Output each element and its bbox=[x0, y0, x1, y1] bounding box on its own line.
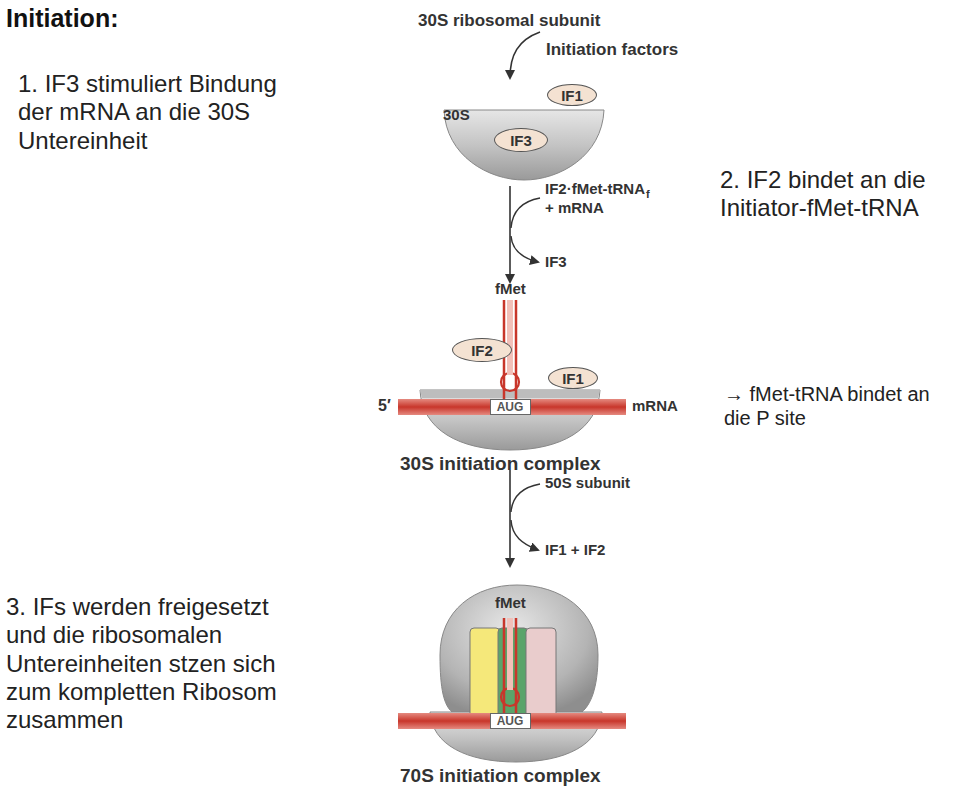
node-text: IF2 bbox=[471, 342, 493, 359]
figure-label: 50S subunit bbox=[545, 474, 630, 492]
figure-label: 5′ bbox=[378, 397, 391, 416]
figure-label: f bbox=[646, 188, 650, 201]
a-site bbox=[526, 628, 556, 723]
trna-core bbox=[507, 300, 513, 375]
mrna-strand bbox=[398, 713, 626, 729]
figure-label: fMet bbox=[495, 280, 526, 298]
node-text: IF1 bbox=[562, 370, 584, 387]
figure-label: 70S initiation complex bbox=[400, 765, 601, 787]
node-text: AUG bbox=[497, 714, 524, 728]
factor-oval: IF3 bbox=[494, 128, 548, 152]
arrow-branch bbox=[511, 198, 540, 228]
figure-label: Initiation factors bbox=[546, 40, 678, 60]
figure-label: mRNA bbox=[632, 397, 678, 415]
factor-oval: IF1 bbox=[547, 84, 597, 106]
node-text: AUG bbox=[497, 400, 524, 414]
figure-label: 30S ribosomal subunit bbox=[418, 11, 600, 31]
figure-label: 30S initiation complex bbox=[400, 453, 601, 475]
page-title: Initiation: bbox=[6, 4, 118, 34]
node-text: IF1 bbox=[561, 87, 583, 104]
figure-label: IF1 + IF2 bbox=[545, 541, 605, 559]
ribosome-subunit: 30S IF3 bbox=[443, 106, 605, 182]
codon-box: AUG bbox=[490, 399, 531, 415]
figure-label: IF3 bbox=[545, 253, 567, 271]
step-note: 1. IF3 stimuliert Bindung der mRNA an di… bbox=[18, 70, 318, 155]
arrow bbox=[509, 186, 511, 282]
e-site bbox=[470, 628, 500, 723]
step-note: 3. IFs werden freigesetzt und die riboso… bbox=[6, 593, 306, 735]
factor-oval: IF1 bbox=[548, 367, 598, 389]
arrow-branch bbox=[511, 236, 538, 262]
factor-oval: IF2 bbox=[452, 338, 512, 362]
figure-label: IF2·fMet-tRNA bbox=[545, 180, 645, 198]
step-note: → fMet-tRNA bindet an die P site bbox=[724, 383, 944, 430]
trna bbox=[501, 618, 519, 722]
arrow-branch bbox=[511, 484, 540, 512]
trna-core bbox=[507, 618, 513, 690]
arrow bbox=[509, 470, 511, 566]
figure-label: fMet bbox=[495, 594, 526, 612]
figure-label: + mRNA bbox=[545, 199, 604, 217]
arrow bbox=[510, 32, 540, 78]
node-text: IF3 bbox=[510, 132, 532, 149]
mrna-strand bbox=[398, 399, 626, 415]
codon-box: AUG bbox=[490, 713, 531, 729]
arrow-branch bbox=[511, 520, 538, 550]
step-note: 2. IF2 bindet an die Initiator-fMet-tRNA bbox=[720, 166, 958, 223]
node-text: 30S bbox=[443, 106, 470, 123]
